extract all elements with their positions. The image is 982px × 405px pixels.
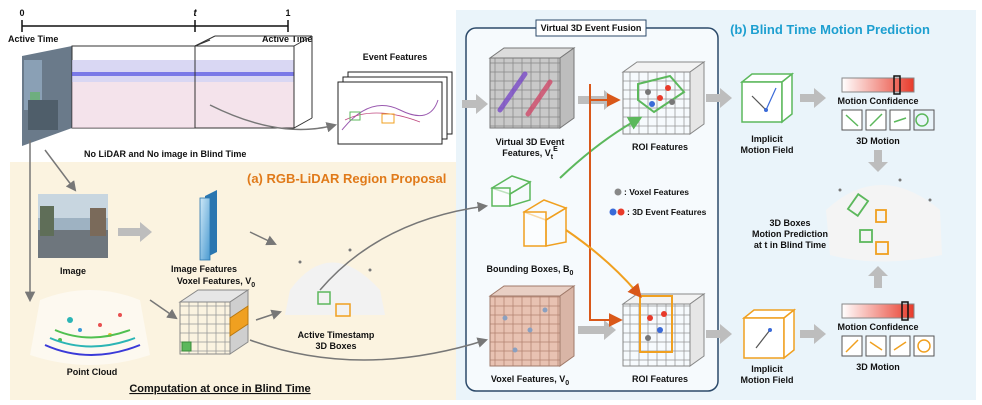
fusion-title-box — [535, 19, 647, 37]
virtual-features-line1: Virtual 3D Event — [496, 137, 565, 147]
voxel-fusion-label: Voxel Features, V0 — [491, 374, 569, 387]
point-cloud: Point Cloud — [30, 290, 150, 377]
implicit-top-line1: Implicit — [751, 134, 783, 144]
event-features-stack: Event Features — [337, 52, 453, 145]
legend-voxel: : Voxel Features — [624, 187, 689, 197]
confidence-top-label: Motion Confidence — [838, 96, 919, 106]
image-features-label: Image Features — [171, 264, 237, 274]
event-features-label: Event Features — [363, 52, 428, 62]
prediction-line1: 3D Boxes — [769, 218, 810, 228]
voxel-features-label: Voxel Features, V0 — [177, 276, 255, 289]
active-boxes-line2: 3D Boxes — [315, 341, 356, 351]
bounding-boxes: Bounding Boxes, B0 — [487, 175, 574, 277]
voxel-features-cube: Voxel Features, V0 — [177, 276, 255, 355]
tick-start: 0 — [19, 8, 24, 18]
voxel-features-fusion: Voxel Features, V0 — [488, 285, 576, 387]
timeline: 0 t 1 Active Time Active Time — [8, 8, 312, 44]
implicit-field-top: Implicit Motion Field — [739, 72, 795, 155]
bbox-label: Bounding Boxes, B0 — [487, 264, 574, 277]
active-boxes-line1: Active Timestamp — [298, 330, 375, 340]
tick-end: 1 — [285, 8, 290, 18]
active-time-left: Active Time — [8, 34, 58, 44]
implicit-bottom-line2: Motion Field — [741, 375, 794, 385]
fusion-legend: : Voxel Features : 3D Event Features — [609, 187, 707, 217]
virtual-event-features: Virtual 3D Event Features, VtE — [488, 47, 576, 161]
region-proposal-title: (a) RGB-LiDAR Region Proposal — [247, 171, 446, 186]
implicit-top-line2: Motion Field — [741, 145, 794, 155]
fusion-title: Virtual 3D Event Fusion — [541, 23, 642, 33]
confidence-bottom: Motion Confidence — [838, 301, 919, 332]
roi-features-bottom: ROI Features — [621, 293, 706, 384]
rgb-image: Image — [38, 194, 108, 276]
image-label: Image — [60, 266, 86, 276]
bottom-caption: Computation at once in Blind Time — [129, 383, 310, 395]
motion-top-label: 3D Motion — [856, 136, 900, 146]
motion-bottom-label: 3D Motion — [856, 362, 900, 372]
confidence-bottom-label: Motion Confidence — [838, 322, 919, 332]
active-time-right: Active Time — [262, 34, 312, 44]
legend-event: : 3D Event Features — [627, 207, 707, 217]
active-boxes: Active Timestamp 3D Boxes — [285, 248, 385, 351]
prediction-line2: Motion Prediction — [752, 229, 828, 239]
tick-t: t — [193, 8, 197, 19]
point-cloud-label: Point Cloud — [67, 367, 118, 377]
motion-title: (b) Blind Time Motion Prediction — [730, 22, 930, 37]
virtual-features-line2: Features, VtE — [502, 146, 558, 161]
motion-icons-bottom: 3D Motion — [841, 335, 935, 372]
blind-time-caption: No LiDAR and No image in Blind Time — [84, 149, 246, 159]
motion-icons-top: 3D Motion — [841, 109, 935, 146]
image-features: Image Features — [171, 190, 237, 274]
prediction-scene: 3D Boxes Motion Prediction at t in Blind… — [752, 178, 942, 262]
implicit-field-bottom: Implicit Motion Field — [741, 308, 797, 385]
prediction-line3: at t in Blind Time — [754, 240, 826, 250]
event-stream-volume: No LiDAR and No image in Blind Time — [22, 35, 313, 159]
roi-bottom-label: ROI Features — [632, 374, 688, 384]
roi-top-label: ROI Features — [632, 142, 688, 152]
arrows — [24, 84, 888, 361]
confidence-top: Motion Confidence — [838, 75, 919, 106]
implicit-bottom-line1: Implicit — [751, 364, 783, 374]
